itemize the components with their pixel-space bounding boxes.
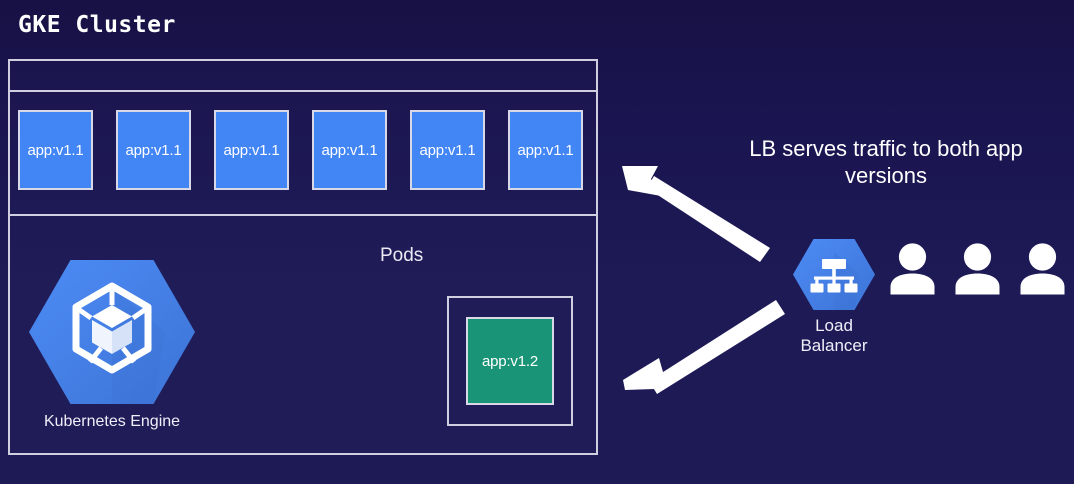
pod-label: app:v1.1	[321, 141, 378, 159]
pods-label: Pods	[380, 245, 424, 266]
user-icon	[1020, 243, 1065, 295]
pod-label: app:v1.1	[419, 141, 476, 159]
user-icon	[955, 243, 1000, 295]
canary-pod-box[interactable]: app:v1.2	[466, 317, 554, 405]
canary-pod-container: app:v1.2	[447, 296, 573, 426]
pod-label: app:v1.1	[27, 141, 84, 159]
pod-box[interactable]: app:v1.1	[214, 110, 289, 190]
pod-box[interactable]: app:v1.1	[116, 110, 191, 190]
kubernetes-engine-caption: Kubernetes Engine	[43, 413, 181, 430]
lb-annotation-note: LB serves traffic to both app versions	[706, 136, 1066, 190]
gke-cluster-box: app:v1.1 app:v1.1 app:v1.1 app:v1.1 app:…	[8, 59, 598, 455]
cluster-header-band	[10, 61, 596, 92]
kubernetes-engine-logo: Kubernetes Engine	[28, 258, 196, 431]
pod-box[interactable]: app:v1.1	[312, 110, 387, 190]
lb-annotation-line2: versions	[845, 162, 927, 188]
pod-box[interactable]: app:v1.1	[410, 110, 485, 190]
load-balancer-hexagon-icon	[793, 239, 875, 310]
user-icon	[890, 243, 935, 295]
load-balancer-node[interactable]: Load Balancer	[788, 238, 880, 356]
pod-box[interactable]: app:v1.1	[18, 110, 93, 190]
load-balancer-caption-line1: Load	[815, 316, 853, 335]
pod-label: app:v1.1	[517, 141, 574, 159]
canary-pod-label: app:v1.2	[482, 352, 538, 370]
pod-box[interactable]: app:v1.1	[508, 110, 583, 190]
stable-pods-strip: app:v1.1 app:v1.1 app:v1.1 app:v1.1 app:…	[18, 110, 583, 190]
pod-label: app:v1.1	[125, 141, 182, 159]
page-title: GKE Cluster	[18, 12, 176, 38]
pod-label: app:v1.1	[223, 141, 280, 159]
load-balancer-caption-line2: Balancer	[800, 336, 868, 356]
arrow-lb-to-canary-pod	[623, 300, 785, 394]
lb-annotation-line1: LB serves traffic to both app	[749, 136, 1023, 161]
kubernetes-engine-hexagon-icon	[29, 260, 195, 404]
users-group	[889, 243, 1066, 295]
pods-row-band: app:v1.1 app:v1.1 app:v1.1 app:v1.1 app:…	[10, 92, 596, 216]
load-balancer-caption: Load Balancer	[788, 316, 880, 356]
